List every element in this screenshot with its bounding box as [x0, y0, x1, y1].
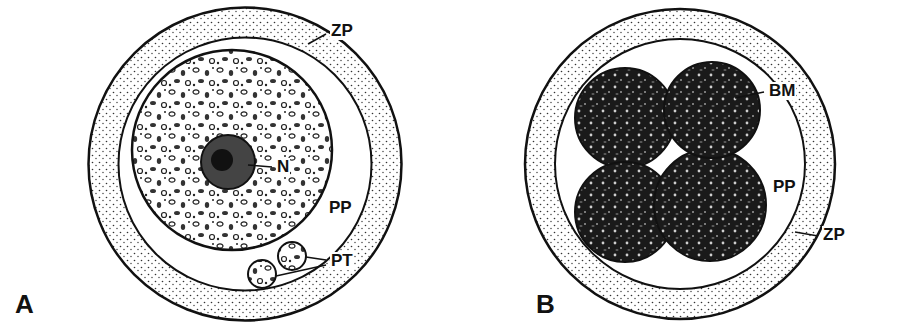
panel-letter: B: [535, 290, 556, 318]
part-label: BM: [768, 82, 796, 100]
part-label: ZP: [330, 22, 354, 40]
part-label: PT: [330, 252, 354, 270]
part-label: PP: [772, 178, 797, 196]
panel-letter: A: [14, 290, 35, 318]
part-label: ZP: [822, 226, 846, 244]
part-label: PP: [328, 199, 353, 217]
part-label: N: [276, 158, 290, 176]
